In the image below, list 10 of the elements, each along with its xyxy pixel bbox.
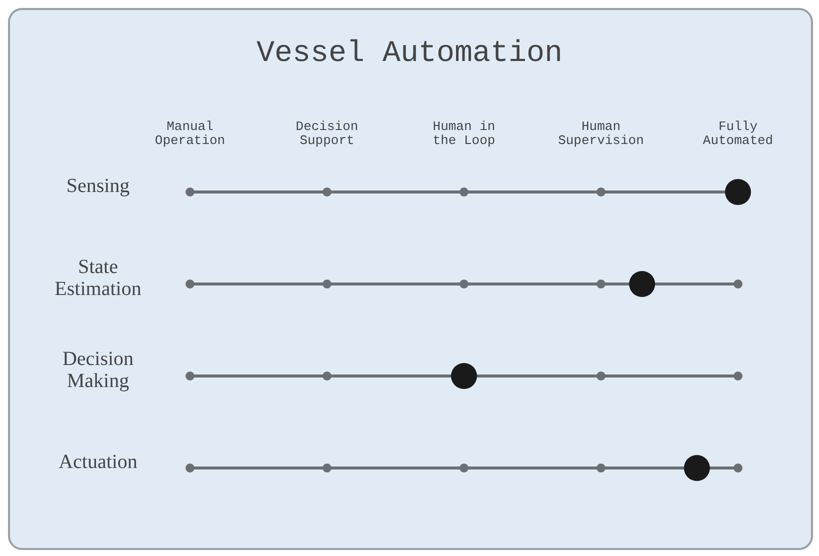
column-header: Human in the Loop [432,120,496,149]
row-label: Decision Making [61,348,135,392]
column-header: Decision Support [294,120,360,149]
row-label: Sensing [65,175,131,197]
column-header: Human Supervision [557,120,645,149]
row-label: State Estimation [54,256,142,300]
column-header: Manual Operation [154,120,226,149]
column-header: Fully Automated [702,120,774,149]
diagram-title: Vessel Automation [255,38,564,71]
row-label: Actuation [58,451,138,473]
